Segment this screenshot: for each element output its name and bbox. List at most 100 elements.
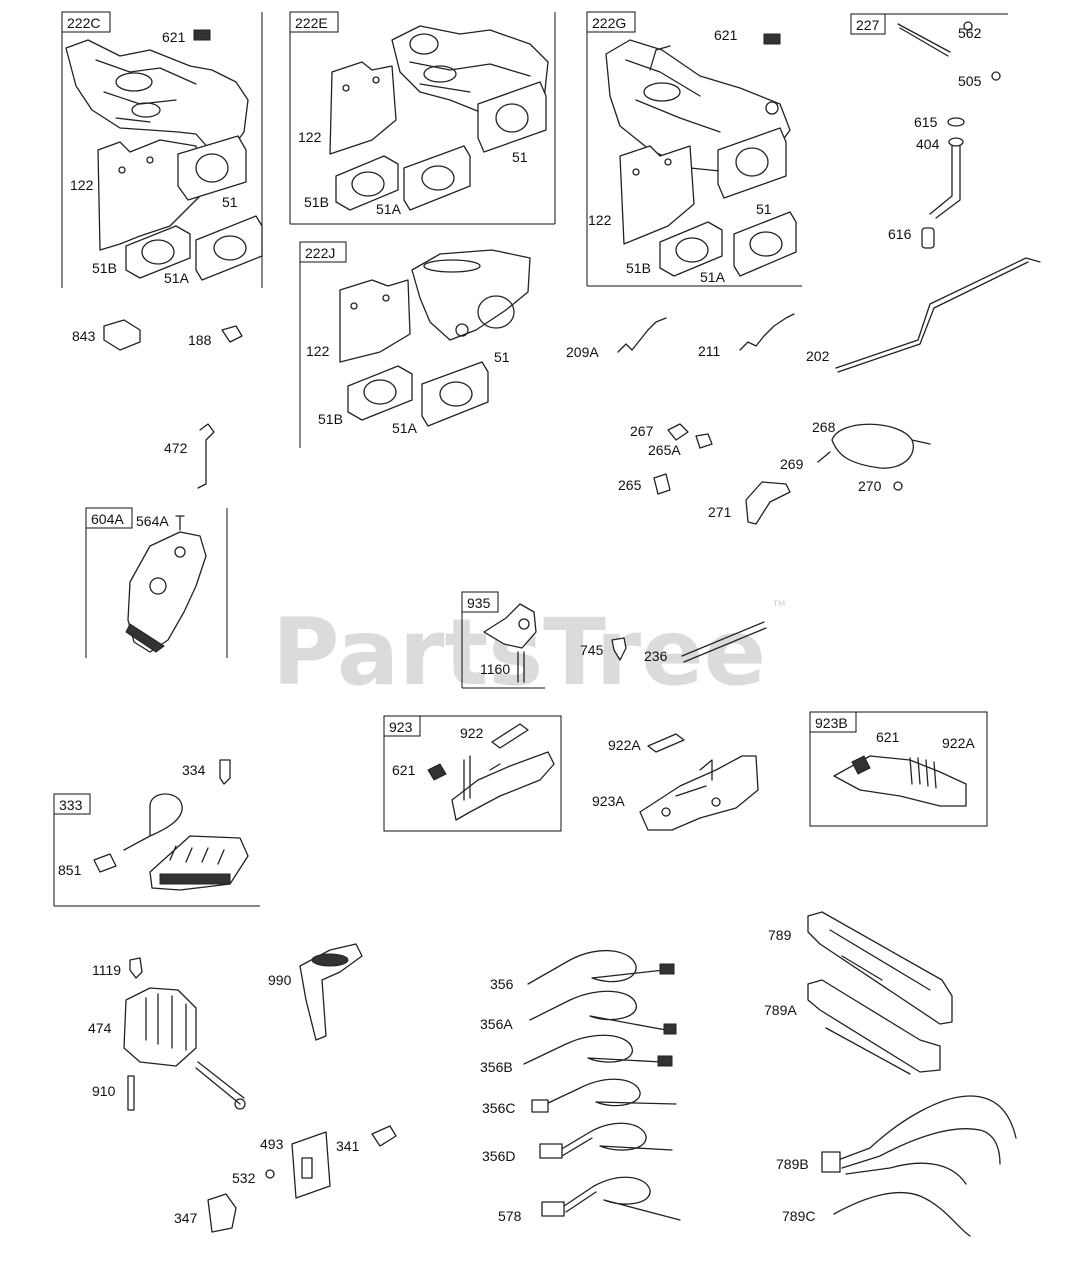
callout-789B: 789B <box>776 1156 809 1172</box>
carburetor-body <box>65 39 249 151</box>
callout-923A: 923A <box>592 793 625 809</box>
part-472-bracket <box>197 423 215 489</box>
part-356D-wire <box>559 1122 673 1157</box>
part-621-icon <box>763 33 781 45</box>
group-label: 923 <box>389 719 413 735</box>
part-923-bracket <box>451 751 555 821</box>
callout-1160: 1160 <box>480 661 510 677</box>
callout-51B: 51B <box>318 411 343 427</box>
group-label-box <box>383 715 421 737</box>
callout-474: 474 <box>88 1020 112 1036</box>
group-label-box <box>461 591 499 613</box>
callout-562: 562 <box>958 25 982 41</box>
callout-51B: 51B <box>92 260 117 276</box>
callout-122: 122 <box>588 212 612 228</box>
part-51B-gasket <box>125 225 191 279</box>
callout-51: 51 <box>512 149 528 165</box>
callout-51B: 51B <box>304 194 329 210</box>
callout-745: 745 <box>580 642 604 658</box>
callout-621: 621 <box>876 729 900 745</box>
callout-51B: 51B <box>626 260 651 276</box>
part-51-gasket <box>477 81 547 153</box>
part-935-governor <box>483 603 537 649</box>
loose-parts-throttle: 209A 211 202 267 265A 265 268 269 270 27… <box>566 257 1041 525</box>
callout-51A: 51A <box>376 201 402 217</box>
callout-922: 922 <box>460 725 484 741</box>
part-604A-shield <box>127 531 207 653</box>
part-922A-spring <box>647 733 685 753</box>
callout-472: 472 <box>164 440 188 456</box>
group-227: 227 562 505 615 404 616 <box>850 13 1008 249</box>
group-label-box <box>809 711 857 733</box>
callout-404: 404 <box>916 136 940 152</box>
part-211-spring <box>739 313 795 351</box>
group-label: 227 <box>856 17 880 33</box>
part-843-pad <box>103 319 141 351</box>
part-789B-harness <box>837 1095 1017 1185</box>
callout-51A: 51A <box>392 420 418 436</box>
part-51-gasket <box>717 127 787 199</box>
callout-51: 51 <box>756 201 772 217</box>
group-923: 923 922 621 <box>383 715 562 832</box>
callout-356C: 356C <box>482 1100 515 1116</box>
callout-578: 578 <box>498 1208 522 1224</box>
callout-51: 51 <box>494 349 510 365</box>
part-578-wire <box>563 1176 681 1221</box>
callout-209A: 209A <box>566 344 599 360</box>
callout-271: 271 <box>708 504 732 520</box>
callout-341: 341 <box>336 1138 360 1154</box>
group-222G: 222G 621 122 51 51B 51A <box>586 11 802 287</box>
part-356A-wire <box>529 990 667 1031</box>
part-745-screw <box>611 637 627 661</box>
part-341-fitting <box>371 1125 397 1147</box>
part-51B-gasket <box>347 365 413 421</box>
callout-564A: 564A <box>136 513 169 529</box>
callout-51: 51 <box>222 194 238 210</box>
part-532-icon <box>265 1169 275 1179</box>
callout-356B: 356B <box>480 1059 513 1075</box>
group-label-box <box>586 11 636 33</box>
callout-910: 910 <box>92 1083 116 1099</box>
part-51B-gasket <box>659 221 723 277</box>
part-333-ignition-lead <box>123 793 183 851</box>
part-265A-clip <box>695 433 713 449</box>
callout-265A: 265A <box>648 442 681 458</box>
callout-267: 267 <box>630 423 654 439</box>
callout-236: 236 <box>644 648 668 664</box>
callout-621: 621 <box>714 27 738 43</box>
group-label-box <box>850 13 886 35</box>
group-label-box <box>85 507 133 529</box>
callout-356: 356 <box>490 976 514 992</box>
callout-789: 789 <box>768 927 792 943</box>
carburetor-body <box>411 249 531 341</box>
part-209A-spring <box>617 317 667 353</box>
part-265-bracket <box>653 473 671 495</box>
part-51-gasket <box>177 135 247 201</box>
part-474-module <box>123 987 197 1067</box>
part-562-rod <box>897 23 951 57</box>
callout-922A: 922A <box>608 737 641 753</box>
group-222C: 222C 621 122 51 51B 51A <box>61 11 263 288</box>
callout-615: 615 <box>914 114 938 130</box>
group-label: 604A <box>91 511 124 527</box>
part-236-rod <box>681 621 767 663</box>
part-271-lever <box>745 481 791 525</box>
watermark-trademark: ™ <box>772 597 786 613</box>
part-51A-gasket <box>733 211 797 277</box>
part-851-terminal <box>93 853 117 873</box>
callout-616: 616 <box>888 226 912 242</box>
part-51A-gasket <box>403 145 471 211</box>
part-268-cable <box>831 423 931 469</box>
part-356B-wire <box>523 1034 663 1065</box>
part-188-screw <box>221 325 243 343</box>
group-label-box <box>53 793 91 815</box>
group-label: 222G <box>592 15 626 31</box>
callout-265: 265 <box>618 477 642 493</box>
group-222J: 222J 122 51 51B 51A <box>299 241 531 448</box>
part-789-bracket <box>807 911 953 1025</box>
callout-851: 851 <box>58 862 82 878</box>
group-923B: 923B 621 922A <box>809 711 988 827</box>
group-label: 222J <box>305 245 335 261</box>
group-label: 935 <box>467 595 491 611</box>
